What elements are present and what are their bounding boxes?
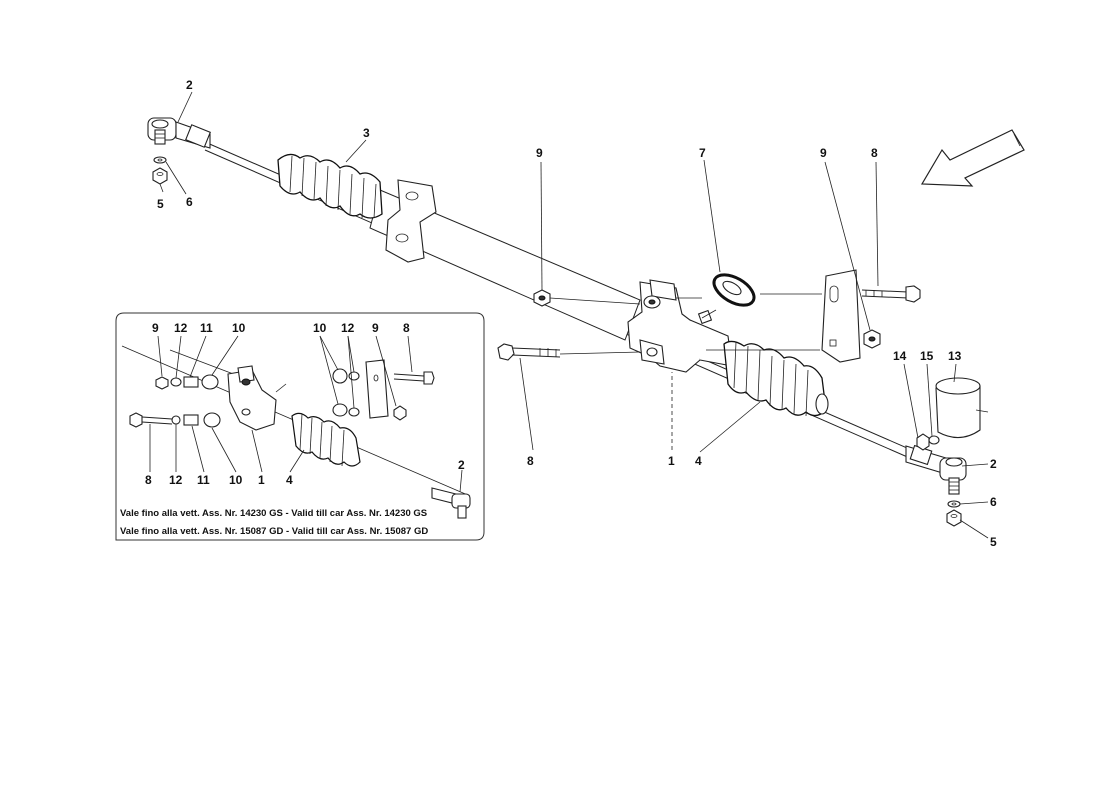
callout-5-left: 5 bbox=[157, 197, 164, 211]
nut-right bbox=[946, 509, 962, 527]
inset-label-9a: 9 bbox=[152, 321, 159, 335]
washer-right bbox=[947, 500, 961, 508]
bolt-left bbox=[497, 343, 561, 361]
callout-6-left: 6 bbox=[186, 195, 193, 209]
callout-9-left: 9 bbox=[536, 146, 543, 160]
inset-bolt-8b bbox=[129, 412, 173, 428]
callout-2-left: 2 bbox=[186, 78, 193, 92]
bolt-top-right bbox=[861, 285, 921, 303]
callout-leaders bbox=[159, 91, 989, 539]
inset-bushing-10c bbox=[203, 412, 221, 428]
inset-plate bbox=[365, 359, 389, 419]
callout-1: 1 bbox=[668, 454, 675, 468]
nut-left bbox=[152, 167, 168, 185]
inset-tie-rod-end bbox=[431, 487, 471, 519]
inset-label-10b: 10 bbox=[313, 321, 327, 335]
mounting-bracket-left bbox=[385, 179, 437, 263]
callout-5-right: 5 bbox=[990, 535, 997, 549]
direction-arrow-icon bbox=[920, 129, 1025, 187]
inset-panel: 9 12 11 10 10 12 9 8 8 12 11 10 1 4 2 Va… bbox=[115, 312, 485, 541]
mounting-plate-right bbox=[821, 269, 861, 363]
callout-numbers: 2 3 5 6 9 7 9 8 8 1 4 14 15 13 2 6 5 bbox=[157, 78, 997, 549]
inset-label-11b: 11 bbox=[197, 473, 210, 487]
inset-label-8b: 8 bbox=[145, 473, 152, 487]
nut-left-9 bbox=[533, 289, 551, 307]
inset-label-4: 4 bbox=[286, 473, 293, 487]
callout-15: 15 bbox=[920, 349, 934, 363]
callout-9-right: 9 bbox=[820, 146, 827, 160]
callout-2-right: 2 bbox=[990, 457, 997, 471]
washer-15 bbox=[928, 435, 940, 445]
inset-bushing-10b bbox=[332, 368, 348, 417]
inset-label-8a: 8 bbox=[403, 321, 410, 335]
washer-left bbox=[153, 156, 167, 164]
inset-nut-9a bbox=[155, 376, 169, 390]
inset-label-9b: 9 bbox=[372, 321, 379, 335]
inset-note-1: Vale fino alla vett. Ass. Nr. 14230 GS -… bbox=[120, 508, 427, 519]
inset-label-10c: 10 bbox=[229, 473, 243, 487]
inset-label-11a: 11 bbox=[200, 321, 213, 335]
nut-14 bbox=[916, 433, 930, 451]
inset-label-2: 2 bbox=[458, 458, 465, 472]
callout-3: 3 bbox=[363, 126, 370, 140]
gasket-disc bbox=[712, 273, 756, 307]
inset-label-12c: 12 bbox=[169, 473, 183, 487]
inset-steering-housing bbox=[227, 365, 287, 431]
inset-label-12b: 12 bbox=[341, 321, 355, 335]
inset-bellows-boot bbox=[291, 412, 361, 467]
inset-washer-12a bbox=[170, 377, 182, 387]
bellows-boot-right bbox=[723, 340, 829, 417]
steering-gear-housing bbox=[627, 279, 733, 373]
inset-nut-9b bbox=[393, 405, 407, 421]
inset-leaders bbox=[149, 335, 463, 493]
callout-6-right: 6 bbox=[990, 495, 997, 509]
tie-rod-end-right bbox=[905, 444, 967, 495]
inset-bushing-10a bbox=[201, 374, 219, 390]
inset-label-10a: 10 bbox=[232, 321, 246, 335]
inset-bushing-11b bbox=[183, 414, 199, 426]
inset-label-1: 1 bbox=[258, 473, 265, 487]
nut-right-9 bbox=[863, 329, 881, 349]
callout-4: 4 bbox=[695, 454, 702, 468]
callout-8-top: 8 bbox=[871, 146, 878, 160]
inset-note-2: Vale fino alla vett. Ass. Nr. 15087 GD -… bbox=[120, 526, 428, 537]
tie-rod-end-left bbox=[147, 117, 211, 149]
inset-label-12a: 12 bbox=[174, 321, 188, 335]
callout-14: 14 bbox=[893, 349, 907, 363]
inset-bushing-11a bbox=[183, 376, 199, 388]
callout-7: 7 bbox=[699, 146, 706, 160]
inset-bolt-8a bbox=[393, 371, 435, 385]
inset-washer-12c bbox=[171, 415, 181, 425]
callout-13: 13 bbox=[948, 349, 962, 363]
protective-cap bbox=[935, 377, 989, 439]
callout-8-bottom: 8 bbox=[527, 454, 534, 468]
bellows-boot-left bbox=[277, 153, 383, 219]
